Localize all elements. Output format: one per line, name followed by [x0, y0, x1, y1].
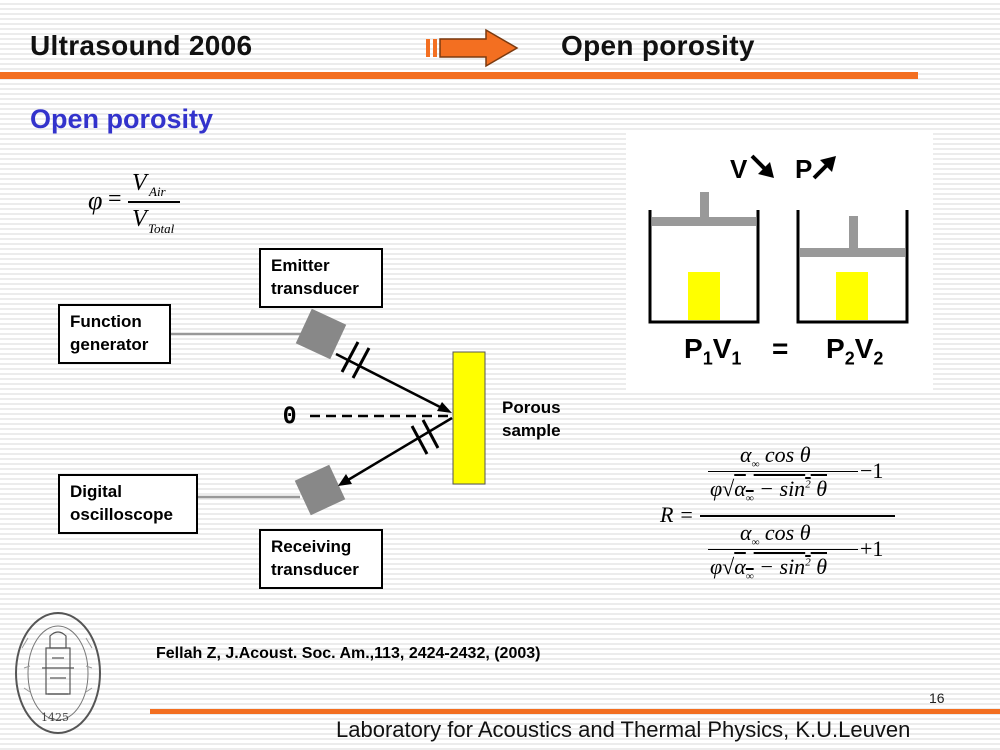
right-sample [836, 272, 868, 320]
gas-law-equals: = [772, 333, 789, 364]
den-sqrt: φ√α∞ − sin2 θ [710, 554, 827, 583]
left-sample [688, 272, 720, 320]
header-left-title: Ultrasound 2006 [30, 30, 253, 61]
pressure-label: P [795, 154, 813, 184]
right-piston-rod [849, 216, 858, 250]
tick-receiver-2 [421, 419, 440, 449]
minus-one: −1 [860, 458, 884, 483]
plus-one: +1 [860, 536, 884, 561]
reflection-lhs: R = [660, 502, 694, 527]
incident-arrowhead [437, 402, 452, 413]
footer-divider [150, 709, 1000, 714]
denominator-v: V [132, 206, 147, 232]
denominator-sub: Total [148, 221, 175, 236]
footer-lab-name: Laboratory for Acoustics and Thermal Phy… [336, 717, 911, 742]
reflected-arrowhead [338, 474, 352, 486]
volume-label: V [730, 154, 748, 184]
oscilloscope-line2: oscilloscope [70, 505, 173, 524]
page-number: 16 [929, 690, 945, 706]
receiver-transducer-shape [294, 464, 346, 516]
arrow-up-icon [812, 156, 836, 180]
tick-emitter-1 [340, 341, 360, 373]
numerator-sub: Air [149, 184, 166, 199]
emitter-line1: Emitter [271, 256, 330, 275]
emitter-transducer-shape [295, 308, 347, 360]
university-seal-logo [15, 612, 101, 734]
gas-law-drawing [648, 154, 909, 324]
receiving-transducer-box: Receiving transducer [259, 529, 383, 589]
num-alpha-cos: α∞ cos θ [740, 442, 811, 471]
reflection-formula: R = α∞ cos θ φ√α∞ − sin2 θ −1 α∞ cos θ φ… [660, 438, 905, 598]
oscilloscope-line1: Digital [70, 482, 122, 501]
sample-line1: Porous [502, 398, 561, 417]
header-right-title: Open porosity [561, 30, 755, 61]
num-sqrt: φ√α∞ − sin2 θ [710, 476, 827, 505]
tick-emitter-2 [351, 347, 371, 379]
right-piston-head [800, 248, 905, 257]
arrow-right-icon [426, 28, 519, 68]
den-alpha-cos: α∞ cos θ [740, 520, 811, 549]
state-2-label: P2V2 [826, 333, 884, 369]
phi-symbol: φ [88, 186, 103, 215]
slide-title: Open porosity [30, 104, 214, 134]
numerator-v: V [132, 170, 147, 196]
den-inner-bar [708, 549, 858, 551]
tick-receiver-1 [410, 425, 429, 455]
emitter-line2: transducer [271, 279, 359, 298]
incident-beam [335, 352, 443, 410]
receiver-line2: transducer [271, 560, 359, 579]
header-divider [0, 72, 918, 79]
arrow-down-icon [750, 154, 774, 178]
left-piston-rod [700, 192, 709, 220]
seal-year: 1425 [41, 711, 69, 724]
main-fraction-bar [700, 515, 895, 517]
emitter-transducer-box: Emitter transducer [259, 248, 383, 308]
porous-sample-label: Porous sample [502, 396, 561, 442]
right-cylinder [796, 210, 909, 324]
reference-citation: Fellah Z, J.Acoust. Soc. Am.,113, 2424-2… [156, 645, 541, 662]
left-piston-head [652, 217, 756, 226]
theta-label: Θ [283, 404, 297, 429]
state-1-label: P1V1 [684, 333, 742, 369]
equals-sign: = [108, 186, 122, 212]
left-cylinder [648, 210, 760, 324]
reflected-beam [347, 416, 453, 482]
porous-sample-shape [452, 351, 486, 485]
digital-oscilloscope-box: Digital oscilloscope [58, 474, 198, 534]
receiver-line1: Receiving [271, 537, 352, 556]
sample-line2: sample [502, 421, 561, 440]
num-inner-bar [708, 471, 858, 473]
porosity-formula: φ = V Air V Total [88, 170, 198, 240]
gas-law-panel [626, 130, 933, 390]
function-generator-line1: Function [70, 312, 142, 331]
function-generator-line2: generator [70, 335, 149, 354]
function-generator-box: Function generator [58, 304, 171, 364]
fraction-bar [128, 201, 180, 203]
